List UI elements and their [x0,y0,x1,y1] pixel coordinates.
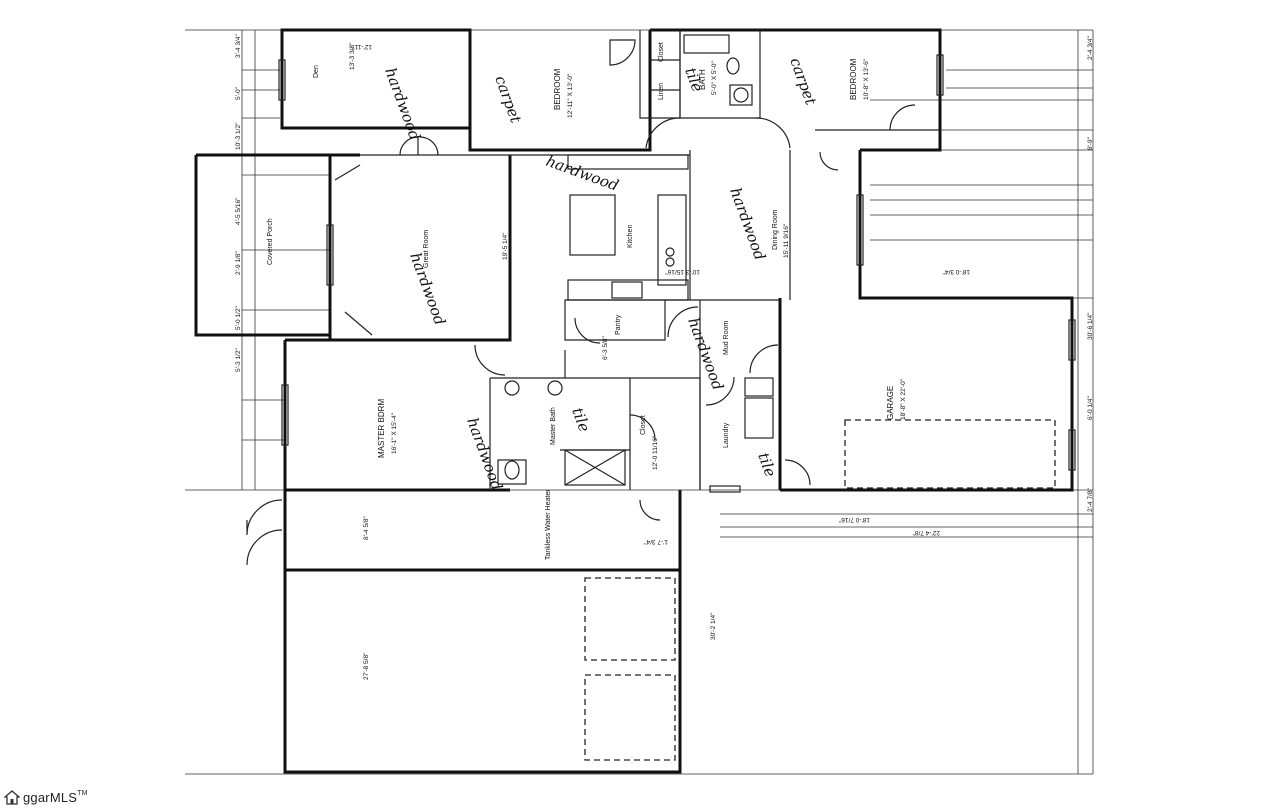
dim-6: 10'-3 15/16" [665,268,700,275]
label-master-bath: Master Bath [550,407,557,445]
logo-tm: TM [77,789,88,797]
construction-lines [185,29,1094,775]
label-master-bdrm: MASTER BDRM [377,399,386,458]
note-master-bdrm: hardwood [463,415,506,492]
logo-text: ggarMLS [23,789,78,805]
dim-9: 5'-0 1/2" [235,306,242,330]
dim-17: 18'-0 7/16" [838,516,870,523]
mls-logo: ggarMLSTM [4,787,88,807]
note-great-room: hardwood [406,250,449,327]
dim-20: 2'-4 3/4" [1087,36,1094,60]
label-pantry: Pantry [615,314,622,335]
label-bedroom2-size: 10'-8" X 13'-6" [863,58,870,100]
label-water-heater: Tankless Water Heater [545,489,552,560]
dim-16: 30'-2 1/4" [710,612,717,640]
dim-2: 13'-3 3/8" [349,42,356,70]
dim-8: 2'-9 1/8" [235,251,242,275]
label-hall-bath-size: 5'-0" X 5'-0" [711,60,718,95]
label-covered-porch: Covered Porch [267,218,274,265]
label-bedroom1: BEDROOM [553,68,562,110]
exterior-walls [194,28,1074,774]
dim-4: 10'-3 1/2" [235,122,242,150]
dim-11: 6'-3 5/8" [602,336,609,360]
note-laundry: tile [754,450,779,479]
label-hall-bath: BATH [698,69,707,90]
bath-fixtures [497,34,774,486]
label-great-room: Great Room [423,230,430,268]
note-mud-room: hardwood [684,315,727,392]
dim-3: 19'-5 1/4" [502,232,509,260]
dim-5: 5'-0" [235,86,242,100]
dim-21: 3'-4 3/4" [235,34,242,58]
flooring-notes: hardwood carpet carpet tile hardwood har… [381,55,820,492]
kitchen-fixtures [567,154,689,301]
label-master-bdrm-size: 16'-1" X 15'-4" [391,412,398,454]
dim-24: 30'-6 1/4" [1087,312,1094,340]
label-closet-top: Closet [658,42,665,62]
label-laundry: Laundry [723,422,730,448]
label-den: Den [313,65,320,78]
dim-1: 12'-11" [352,43,372,50]
dimension-labels: 12'-11" 13'-3 3/8" 19'-5 1/4" 10'-3 1/2"… [235,34,1094,680]
dim-23: 6'-0 1/4" [1087,396,1094,420]
dim-25: 8'-9" [1087,136,1094,150]
label-linen: Linen [658,83,665,100]
label-kitchen: Kitchen [627,225,634,248]
dim-12: 12'-0 11/16" [652,435,659,470]
label-bedroom2: BEDROOM [849,58,858,100]
label-garage: GARAGE [886,386,895,420]
dim-7: 4'-5 5/16" [235,197,242,225]
dim-15: 27'-8 5/8" [363,652,370,680]
note-bedroom2: carpet [786,55,820,108]
windows [278,54,1076,493]
door-swings [246,39,916,566]
note-kitchen: hardwood [544,152,621,195]
dim-22: 2'-4 7/8" [1087,488,1094,512]
label-closet-master: Closet [640,415,647,435]
dim-13: 8'-4 5/8" [363,516,370,540]
label-bedroom1-size: 12'-11" X 13'-0" [567,73,574,118]
label-dining-room-size: 15'-11 9/16" [783,223,790,258]
dim-19: 18'-0 3/4" [942,268,970,275]
dim-14: 1'-7 3/4" [644,538,668,545]
note-bedroom1: carpet [491,73,525,126]
house-logo-icon [4,790,20,805]
label-dining-room: Dining Room [772,209,779,250]
garage-dashes [584,419,1056,761]
room-labels: Den BEDROOM 12'-11" X 13'-0" Closet Line… [267,42,907,560]
note-master-bath: tile [568,405,593,434]
note-den: hardwood [381,65,424,142]
label-garage-size: 18'-8" X 22'-0" [900,378,907,420]
dim-10: 5'-3 1/2" [235,348,242,372]
note-dining: hardwood [726,185,769,262]
label-mud-room: Mud Room [723,321,730,355]
dim-18: 22'-4 7/8" [912,529,940,536]
